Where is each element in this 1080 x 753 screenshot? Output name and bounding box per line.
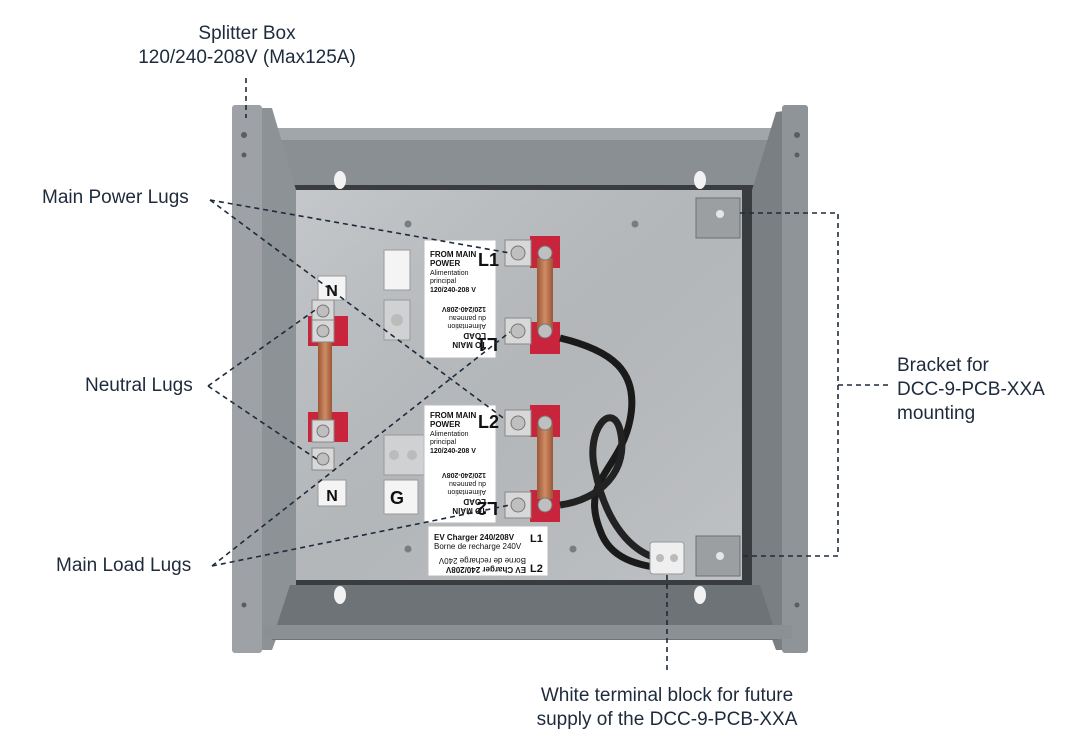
mount-hole <box>241 132 247 138</box>
ev-label-line4: Borne de recharge 240V <box>438 556 526 565</box>
splitter-box-title: Splitter Box <box>198 23 296 44</box>
l1-to-line3: Alimentation <box>447 322 486 329</box>
bracket-callout: Bracket for DCC-9-PCB-XXA mounting <box>897 354 1045 426</box>
l2-to-line3: Alimentation <box>447 488 486 495</box>
l2-to-line1: TO MAIN <box>452 506 486 515</box>
mount-hole <box>794 132 800 138</box>
bracket-line-3: mounting <box>897 403 976 424</box>
l2-from-line1: FROM MAIN <box>430 411 476 420</box>
l1-to-line1: TO MAIN <box>452 340 486 349</box>
bracket-line-1: Bracket for <box>897 355 989 376</box>
terminal-line-2: supply of the DCC-9-PCB-XXA <box>536 709 798 730</box>
plate-screw <box>569 545 577 553</box>
l2-to-line5: 120/240-208V <box>442 471 486 478</box>
ground-lug-bottom: G <box>383 434 425 515</box>
ev-label-line3: EV Charger 240/208V <box>445 565 526 574</box>
l1-to-line2: LOAD <box>463 331 486 340</box>
l1-to-line4: du panneau <box>449 314 486 321</box>
ev-l1-tag: L1 <box>530 533 543 545</box>
l1-tag-bottom: L1 <box>477 334 498 354</box>
plate-screw <box>631 220 639 228</box>
callout-line-neutral-2 <box>207 385 319 461</box>
splitter-box-rating: 120/240-208V (Max125A) <box>138 47 356 68</box>
enclosure-bottom-lip <box>262 625 792 639</box>
callout-line-bracket <box>740 212 839 557</box>
callout-line-load-1 <box>211 331 511 567</box>
l2-from-line3: Alimentation <box>430 431 469 438</box>
l1-from-line5: 120/240-208 V <box>430 287 476 294</box>
l1-from-line4: principal <box>430 278 457 285</box>
terminal-block-callout: White terminal block for future supply o… <box>512 684 822 732</box>
callout-line-neutral-1 <box>207 307 319 387</box>
mount-hole <box>241 602 247 608</box>
mount-hole <box>241 152 247 158</box>
ground-tag: G <box>390 488 404 508</box>
keyhole-slot <box>694 586 706 604</box>
mount-hole <box>794 152 800 158</box>
mount-hole <box>794 602 800 608</box>
cable-l1 <box>559 334 661 572</box>
neutral-tag-bottom: N <box>326 488 338 505</box>
keyhole-slot <box>334 586 346 604</box>
plate-screw <box>404 220 412 228</box>
l2-lug-assembly <box>504 405 560 522</box>
l1-from-line3: Alimentation <box>430 270 469 277</box>
ev-l2-tag: L2 <box>530 563 543 575</box>
l2-from-line5: 120/240-208 V <box>430 448 476 455</box>
l1-to-line5: 120/240-208V <box>442 305 486 312</box>
ev-label-line2: Borne de recharge 240V <box>434 542 522 551</box>
main-power-lugs-callout: Main Power Lugs <box>42 187 189 208</box>
l2-to-line2: LOAD <box>463 497 486 506</box>
l2-to-line4: du panneau <box>449 480 486 487</box>
l1-tag-top: L1 <box>478 250 499 270</box>
cable-l2 <box>559 414 666 564</box>
bracket-line-2: DCC-9-PCB-XXA <box>897 379 1045 400</box>
l2-tag-top: L2 <box>478 412 499 432</box>
plate-screw <box>404 545 412 553</box>
splitter-box-callout: Splitter Box 120/240-208V (Max125A) <box>120 22 374 70</box>
enclosure-right-edge <box>782 105 808 653</box>
l1-lug-assembly <box>504 236 560 354</box>
main-load-lugs-callout: Main Load Lugs <box>56 555 192 576</box>
l2-tag-bottom: L2 <box>477 498 498 518</box>
neutral-tag-top: N <box>326 283 338 300</box>
l1-label-panel: FROM MAIN POWER Alimentation principal 1… <box>423 239 499 359</box>
bracket-screw <box>716 210 724 218</box>
enclosure-top-lip <box>275 128 775 140</box>
keyhole-slot <box>694 171 706 189</box>
ev-charger-label: EV Charger 240/208V Borne de recharge 24… <box>427 525 549 577</box>
callout-line-power-2 <box>209 199 507 421</box>
mounting-bracket-top <box>695 197 741 239</box>
neutral-lug-assembly: N N <box>308 275 348 507</box>
ground-lug-top <box>383 249 411 341</box>
bracket-screw <box>716 552 724 560</box>
l1-from-line1: FROM MAIN <box>430 250 476 259</box>
white-terminal-block <box>649 541 685 575</box>
l2-from-line4: principal <box>430 439 457 446</box>
terminal-line-1: White terminal block for future <box>540 685 794 706</box>
enclosure-top-wall <box>275 128 775 185</box>
callout-line-load-2 <box>211 504 511 567</box>
keyhole-slot <box>334 171 346 189</box>
enclosure-left-edge <box>232 105 262 653</box>
callout-line-power-1 <box>209 199 511 254</box>
l1-from-line2: POWER <box>430 259 460 268</box>
l2-from-line2: POWER <box>430 420 460 429</box>
l2-label-panel: FROM MAIN POWER Alimentation principal 1… <box>423 404 499 524</box>
neutral-lugs-callout: Neutral Lugs <box>85 375 193 396</box>
ev-label-line1: EV Charger 240/208V <box>434 533 515 542</box>
